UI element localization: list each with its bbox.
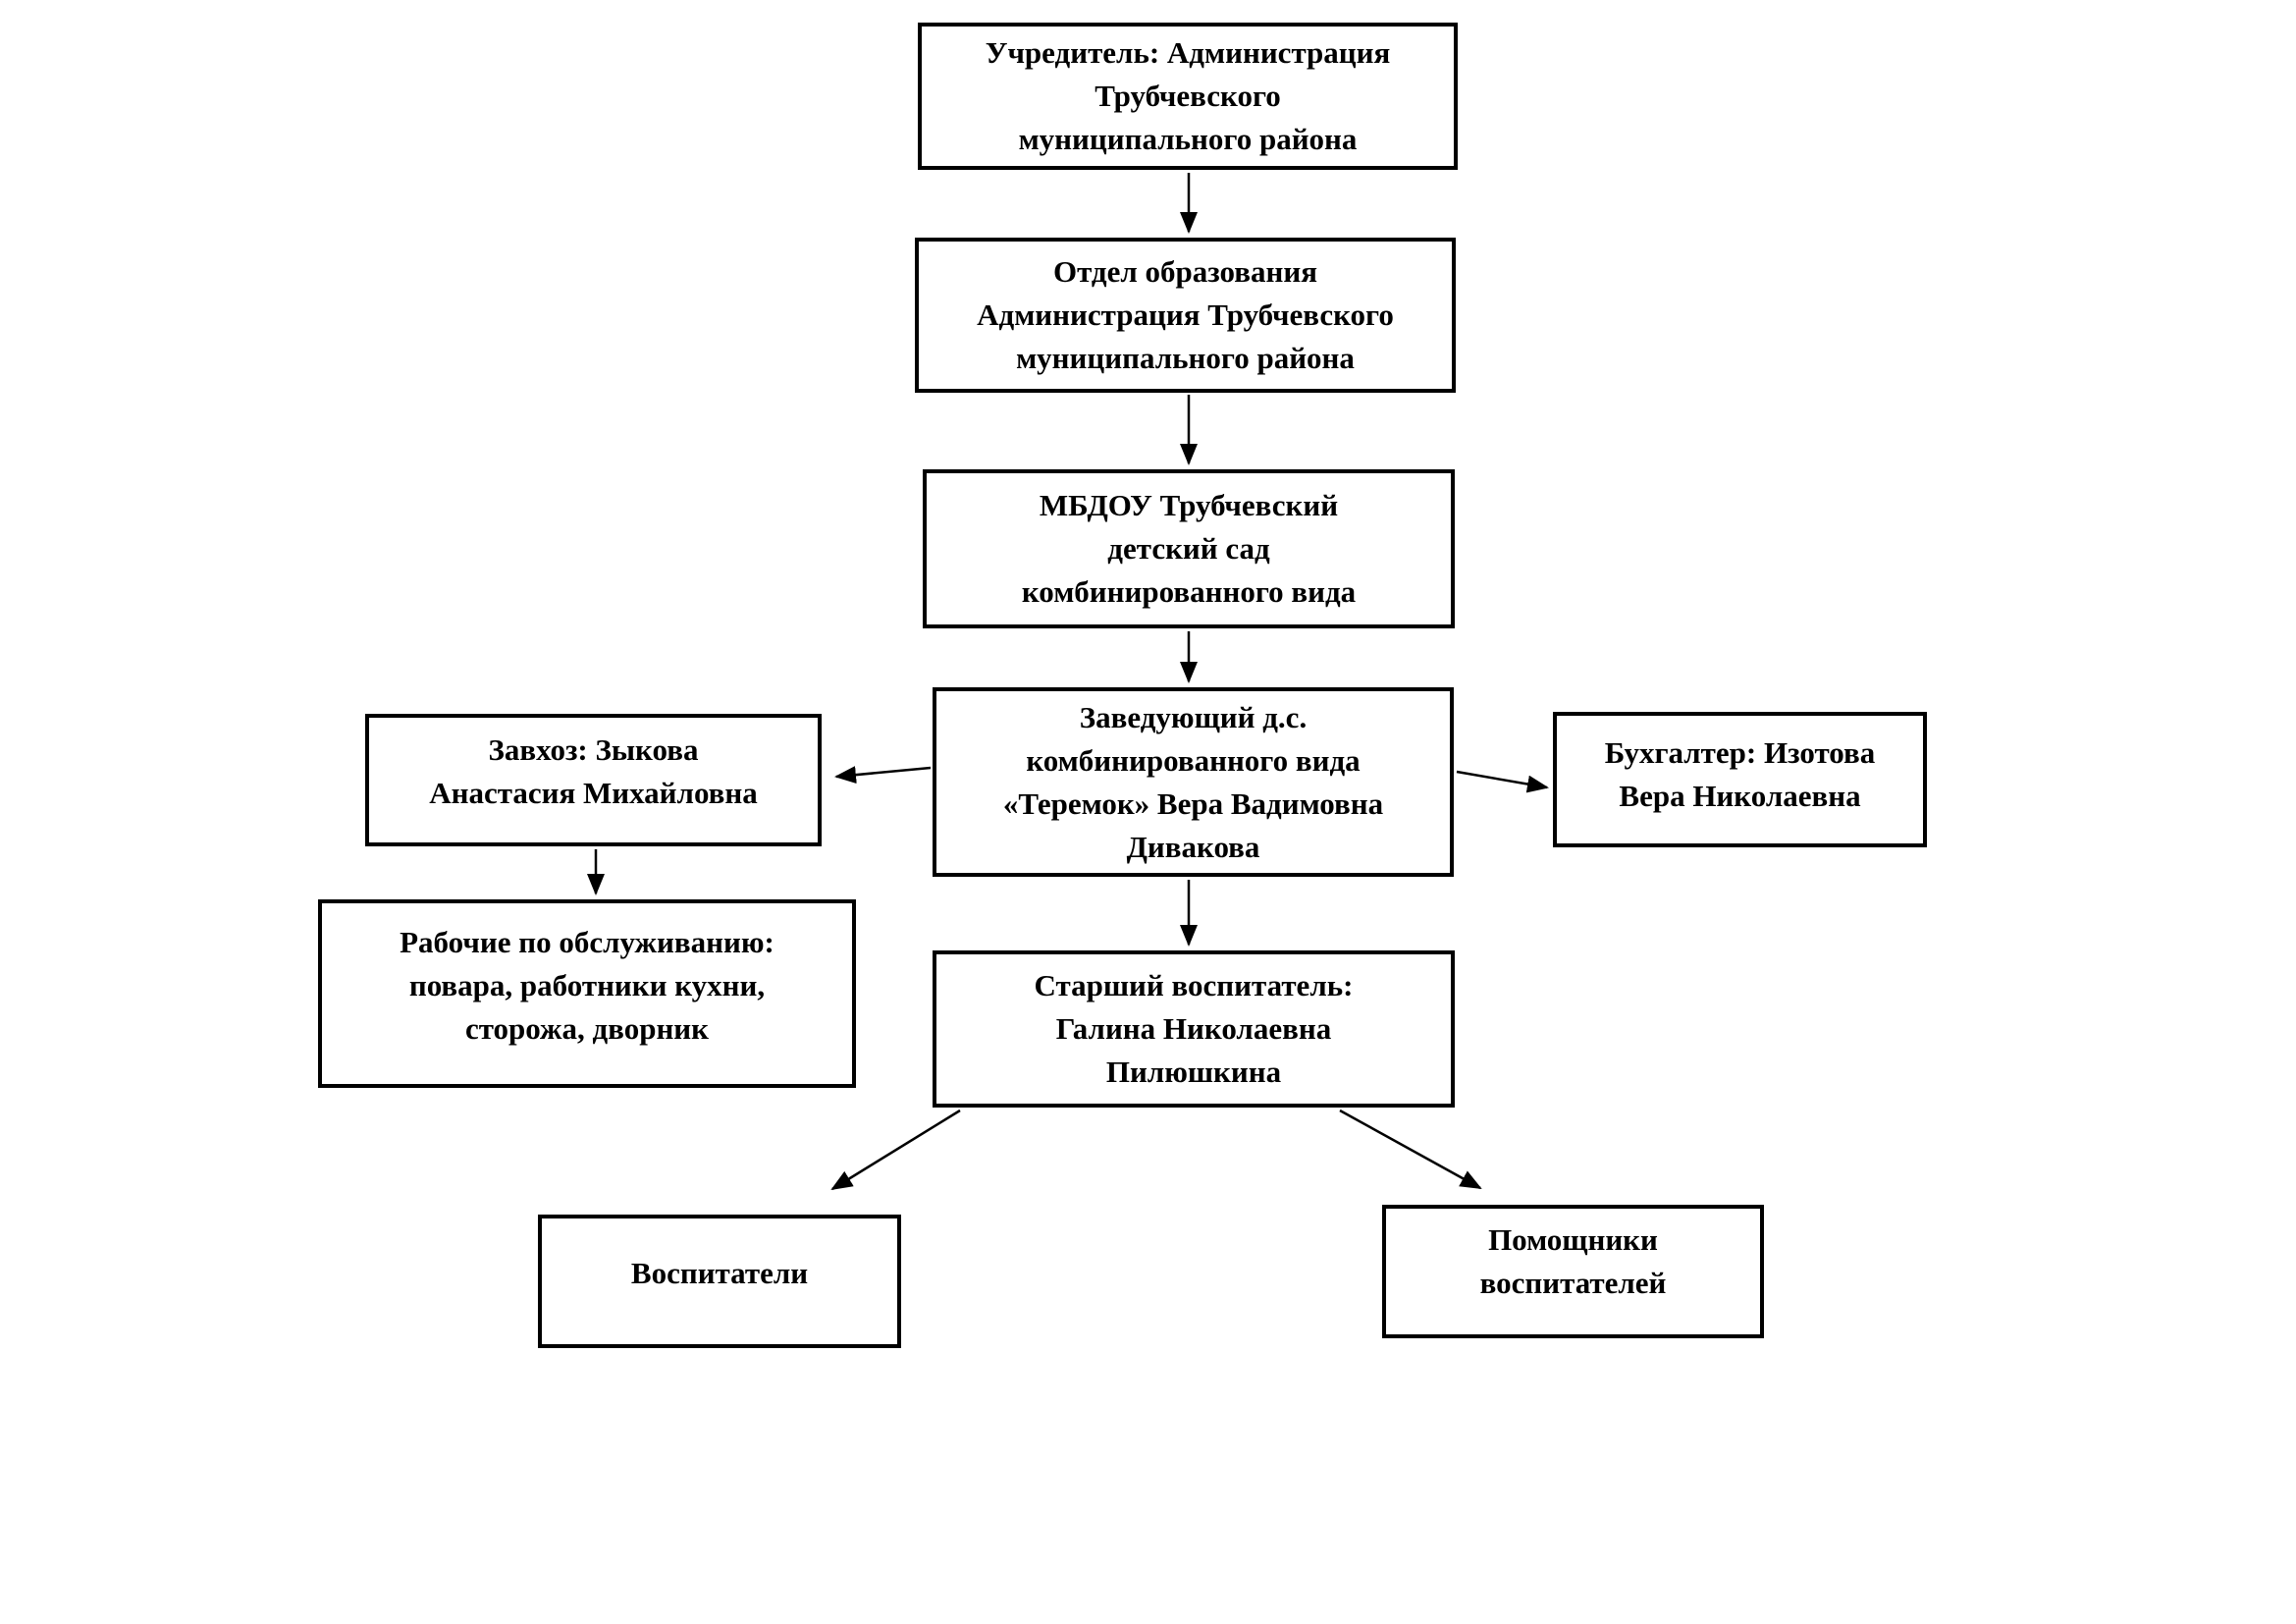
connector-head-to-accountant [1456, 770, 1549, 793]
node-senior-educator: Старший воспитатель: Галина Николаевна П… [933, 950, 1455, 1108]
node-accountant: Бухгалтер: Изотова Вера Николаевна [1553, 712, 1927, 847]
connector-senior-educator-to-educators [830, 1109, 961, 1191]
node-service-workers: Рабочие по обслуживанию: повара, работни… [318, 899, 856, 1088]
node-assistant-educators: Помощники воспитателей [1382, 1205, 1764, 1338]
connector-head-to-supply-manager [834, 766, 932, 785]
node-head: Заведующий д.с. комбинированного вида «Т… [933, 687, 1454, 877]
node-educators: Воспитатели [538, 1215, 901, 1348]
node-founder: Учредитель: Администрация Трубчевского м… [918, 23, 1458, 170]
connector-senior-educator-to-assistant-educators [1339, 1109, 1482, 1190]
node-supply-manager: Завхоз: Зыкова Анастасия Михайловна [365, 714, 822, 846]
node-education-department: Отдел образования Администрация Трубчевс… [915, 238, 1456, 393]
node-kindergarten: МБДОУ Трубчевский детский сад комбиниров… [923, 469, 1455, 628]
